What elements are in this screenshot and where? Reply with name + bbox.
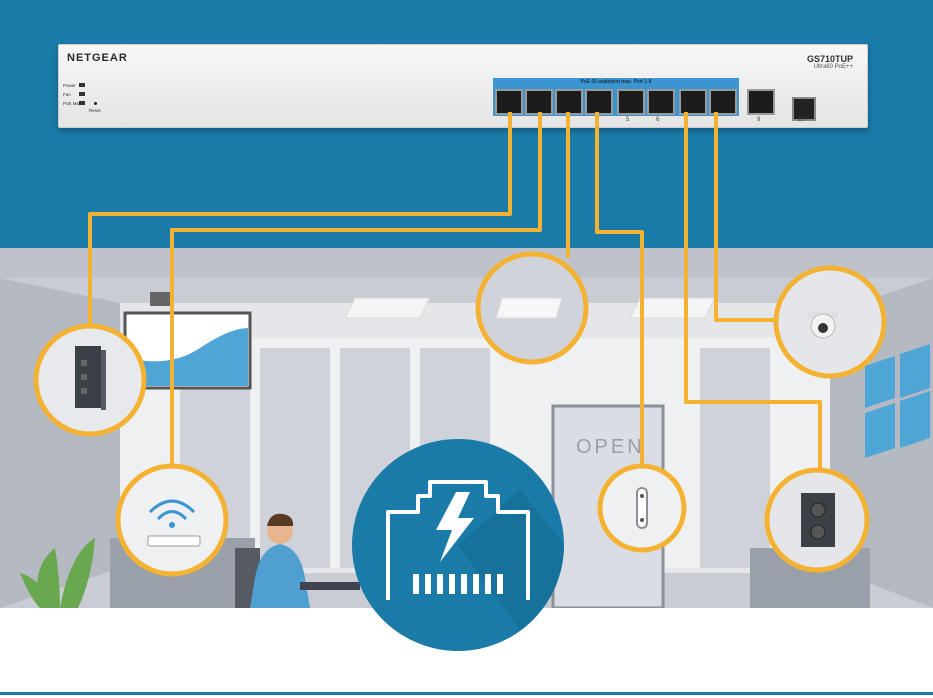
ceiling-light-icon (495, 297, 563, 319)
port-number-10: 10 (798, 117, 805, 123)
cable-port-2 (170, 112, 542, 466)
ethernet-port-3[interactable] (555, 89, 583, 115)
wifi-router-icon (147, 499, 201, 547)
door-lock-callout[interactable] (597, 463, 687, 553)
poe-banner: PoE 60 watts/port max. Port 1-8 (493, 78, 739, 86)
door-sign-text: OPEN (576, 436, 645, 458)
ethernet-port-8[interactable] (709, 89, 737, 115)
speaker-callout[interactable] (764, 467, 870, 573)
cable-port-1 (88, 112, 512, 326)
cable-port-4 (595, 112, 644, 468)
switch-brand: NETGEAR (67, 52, 128, 64)
speaker-icon (801, 493, 835, 547)
port-number-6: 6 (656, 117, 660, 123)
ethernet-port-9[interactable] (747, 89, 775, 115)
switch-model: GS710TUP (806, 54, 853, 64)
ethernet-port-7[interactable] (679, 89, 707, 115)
poe-max-led (79, 101, 85, 105)
bottom-accent-line (0, 692, 933, 695)
ceiling-light-callout[interactable] (475, 251, 589, 365)
port-number-9: 9 (757, 117, 761, 123)
access-point-icon (75, 346, 106, 410)
sfp-port-10[interactable] (792, 97, 816, 121)
power-led (79, 83, 85, 87)
ethernet-port-2[interactable] (525, 89, 553, 115)
cable-port-8 (714, 112, 775, 322)
security-camera-callout[interactable] (773, 265, 887, 379)
access-point-callout[interactable] (33, 323, 147, 437)
reset-label: Reset (89, 108, 101, 113)
switch-model-subtitle: Ultra60 PoE++ (813, 64, 853, 70)
reset-button[interactable] (94, 102, 97, 105)
security-camera-icon (808, 312, 838, 339)
led-label-power: Power (63, 83, 76, 88)
fan-led (79, 92, 85, 96)
poe-port-icon (386, 480, 530, 600)
ethernet-port-6[interactable] (647, 89, 675, 115)
network-switch: NETGEAR GS710TUP Ultra60 PoE++ Power Fan… (58, 44, 868, 128)
led-label-fan: Fan (63, 92, 71, 97)
ethernet-port-5[interactable] (617, 89, 645, 115)
wifi-router-callout[interactable] (115, 463, 229, 577)
led-label-poe-max: PoE Max (63, 101, 82, 106)
port-number-5: 5 (626, 117, 630, 123)
poe-badge (352, 439, 564, 651)
door-lock-icon (636, 487, 648, 529)
cable-port-7 (684, 112, 822, 474)
